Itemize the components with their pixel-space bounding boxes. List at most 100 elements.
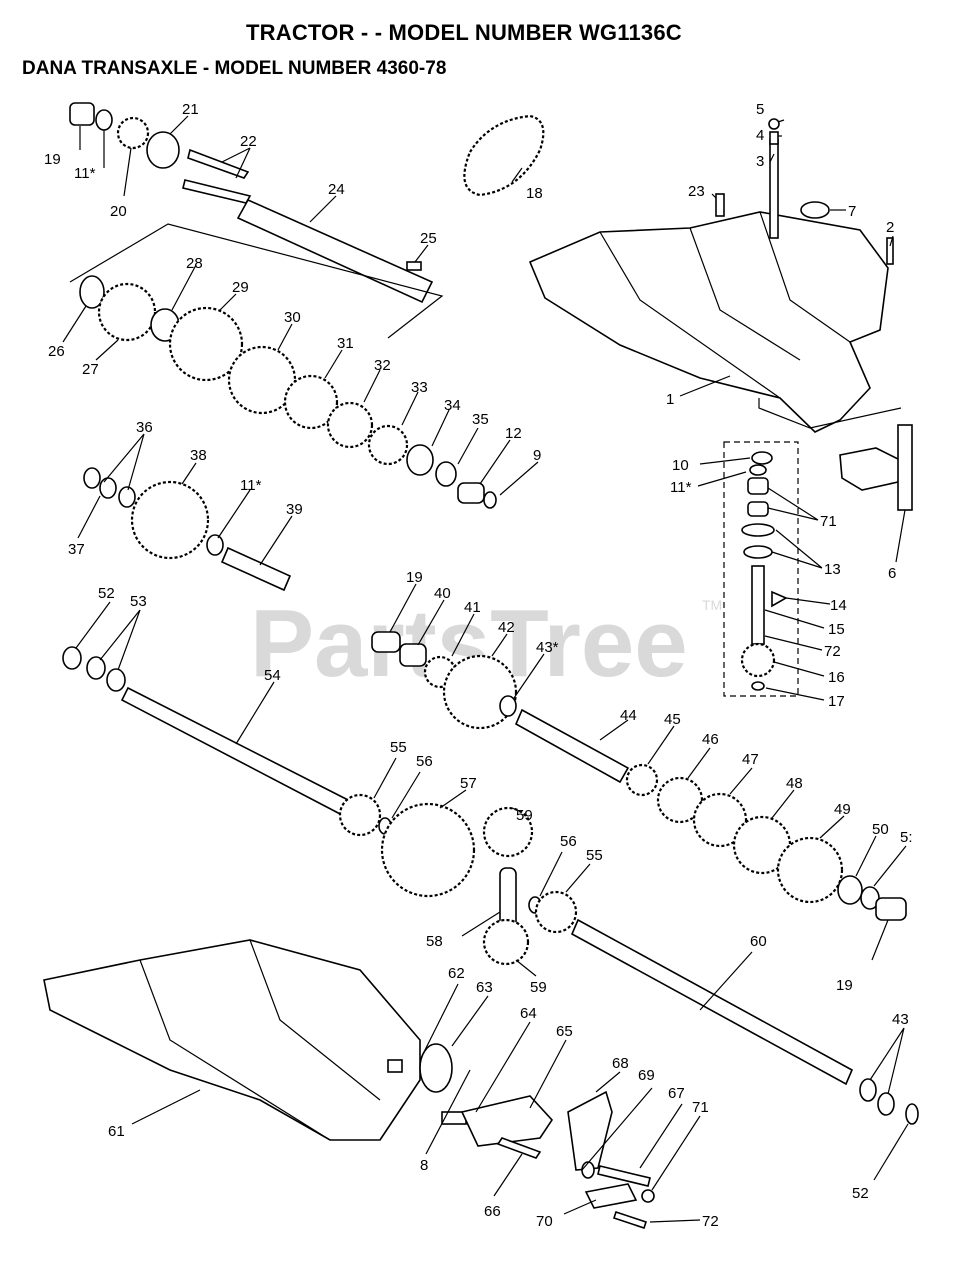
callout-8[interactable]: 8: [420, 1157, 428, 1174]
callout-18[interactable]: 18: [526, 185, 543, 202]
callout-9[interactable]: 9: [533, 447, 541, 464]
callout-22[interactable]: 22: [240, 133, 257, 150]
part-5-ball[interactable]: [768, 118, 780, 130]
callout-2[interactable]: 2: [886, 219, 894, 236]
callout-16[interactable]: 16: [828, 669, 845, 686]
callout-25[interactable]: 25: [420, 230, 437, 247]
part-59-pinion[interactable]: [482, 806, 534, 858]
callout-36[interactable]: 36: [136, 419, 153, 436]
callout-19-c[interactable]: 19: [836, 977, 853, 994]
part-4-spring[interactable]: [769, 131, 779, 145]
part-62-block[interactable]: [387, 1059, 403, 1073]
callout-66[interactable]: 66: [484, 1203, 501, 1220]
part-61-lower-housing[interactable]: [43, 939, 421, 1141]
part-38-gear[interactable]: [130, 480, 210, 560]
callout-59-b[interactable]: 59: [530, 979, 547, 996]
callout-21[interactable]: 21: [182, 101, 199, 118]
part-69-washer[interactable]: [581, 1161, 595, 1179]
part-50-bearing[interactable]: [837, 875, 863, 905]
callout-15[interactable]: 15: [828, 621, 845, 638]
part-68-plate[interactable]: [567, 1090, 613, 1171]
callout-47[interactable]: 47: [742, 751, 759, 768]
callout-52-b[interactable]: 52: [852, 1185, 869, 1202]
part-16-bevel-gear[interactable]: [740, 642, 776, 678]
part-55-bevel-gear[interactable]: [338, 793, 382, 837]
part-20-gear[interactable]: [116, 116, 150, 150]
callout-43-star[interactable]: 43*: [536, 639, 559, 656]
callout-11-c[interactable]: 11*: [670, 479, 692, 496]
callout-55[interactable]: 55: [390, 739, 407, 756]
callout-13[interactable]: 13: [824, 561, 841, 578]
part-22-key[interactable]: [187, 148, 250, 179]
callout-17[interactable]: 17: [828, 693, 845, 710]
callout-69[interactable]: 69: [638, 1067, 655, 1084]
callout-44[interactable]: 44: [620, 707, 637, 724]
callout-27[interactable]: 27: [82, 361, 99, 378]
part-60-axle-shaft[interactable]: [570, 918, 854, 1086]
part-11-washer-2[interactable]: [206, 534, 224, 556]
callout-double-star-a[interactable]: 71: [820, 513, 837, 530]
part-27-sprocket[interactable]: [97, 282, 157, 342]
callout-48[interactable]: 48: [786, 775, 803, 792]
part-71-nut[interactable]: [641, 1189, 655, 1203]
part-26-ring[interactable]: [79, 275, 105, 309]
part-65-bracket[interactable]: [460, 1095, 554, 1147]
callout-34[interactable]: 34: [444, 397, 461, 414]
part-44-shaft[interactable]: [514, 708, 630, 784]
bearing-lower[interactable]: [747, 501, 769, 517]
callout-51[interactable]: 5:: [900, 829, 913, 846]
part-43-washer-3[interactable]: [877, 1092, 895, 1116]
callout-28[interactable]: 28: [186, 255, 203, 272]
callout-26[interactable]: 26: [48, 343, 65, 360]
part-30-gear[interactable]: [227, 345, 297, 415]
callout-68[interactable]: 68: [612, 1055, 629, 1072]
callout-31[interactable]: 31: [337, 335, 354, 352]
callout-11[interactable]: 11*: [74, 165, 96, 182]
part-47-gear[interactable]: [692, 792, 748, 848]
part-52-ring-2[interactable]: [905, 1103, 919, 1125]
part-53-washer-2[interactable]: [106, 668, 126, 692]
part-6-shift-plate[interactable]: [839, 447, 901, 491]
part-42-gear[interactable]: [442, 654, 518, 730]
part-52-ring[interactable]: [62, 646, 82, 670]
callout-56-b[interactable]: 56: [560, 833, 577, 850]
part-12-bushing[interactable]: [457, 482, 485, 504]
part-31-gear[interactable]: [283, 374, 339, 430]
callout-65[interactable]: 65: [556, 1023, 573, 1040]
callout-54[interactable]: 54: [264, 667, 281, 684]
part-23-bolt[interactable]: [715, 193, 725, 217]
part-53-washer[interactable]: [86, 656, 106, 680]
part-9-ring[interactable]: [483, 491, 497, 509]
part-72-bolt[interactable]: [612, 1210, 648, 1230]
part-43-washer-2[interactable]: [859, 1078, 877, 1102]
part-67-bolt[interactable]: [597, 1165, 651, 1187]
part-34-bearing[interactable]: [406, 444, 434, 476]
part-37-washer[interactable]: [99, 477, 117, 499]
callout-46[interactable]: 46: [702, 731, 719, 748]
callout-72[interactable]: 72: [702, 1213, 719, 1230]
part-14-key[interactable]: [771, 590, 788, 608]
callout-19[interactable]: 19: [44, 151, 61, 168]
callout-39[interactable]: 39: [286, 501, 303, 518]
callout-19-b[interactable]: 19: [406, 569, 423, 586]
part-17-washer[interactable]: [751, 681, 765, 691]
callout-64[interactable]: 64: [520, 1005, 537, 1022]
callout-55-b[interactable]: 55: [586, 847, 603, 864]
callout-29[interactable]: 29: [232, 279, 249, 296]
callout-49[interactable]: 49: [834, 801, 851, 818]
callout-61[interactable]: 61: [108, 1123, 125, 1140]
part-46-gear[interactable]: [656, 776, 704, 824]
callout-37[interactable]: 37: [68, 541, 85, 558]
part-35-washer[interactable]: [435, 461, 457, 487]
callout-56[interactable]: 56: [416, 753, 433, 770]
callout-63[interactable]: 63: [476, 979, 493, 996]
part-11-washer-3[interactable]: [749, 464, 767, 476]
part-32-gear[interactable]: [326, 401, 374, 449]
callout-42[interactable]: 42: [498, 619, 515, 636]
callout-59[interactable]: 59: [516, 807, 533, 824]
callout-50[interactable]: 50: [872, 821, 889, 838]
callout-6[interactable]: 6: [888, 565, 896, 582]
callout-5[interactable]: 5: [756, 101, 764, 118]
callout-62[interactable]: 62: [448, 965, 465, 982]
part-29-gear[interactable]: [168, 306, 244, 382]
